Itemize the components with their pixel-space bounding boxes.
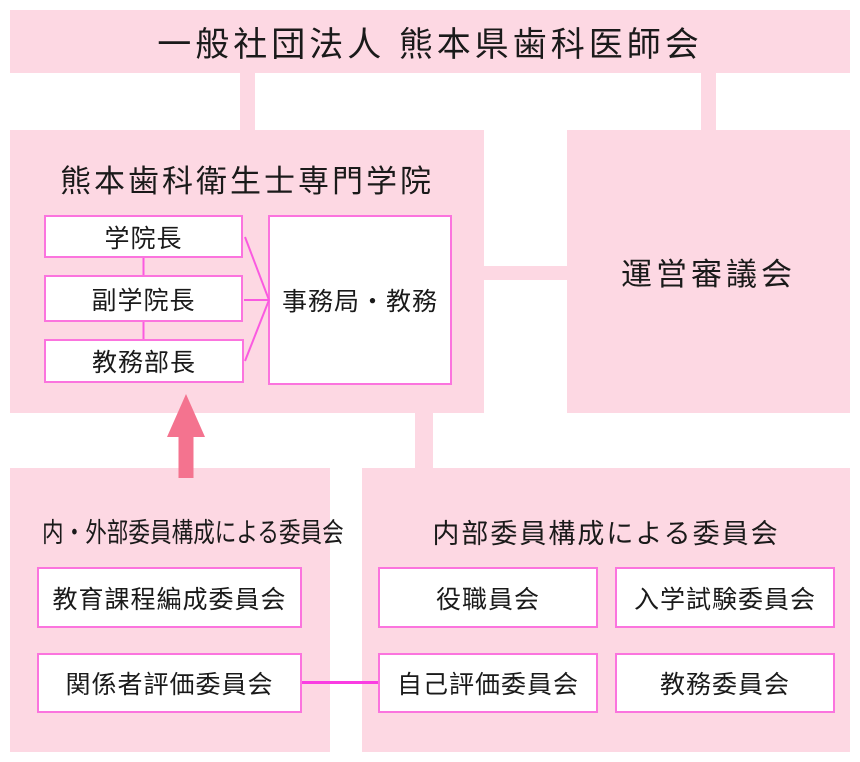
internal-committees-title: 内部委員構成による委員会	[432, 519, 780, 549]
committee-label: 役職員会	[435, 585, 540, 614]
parent-organization-title: 一般社団法人 熊本県歯科医師会	[157, 26, 703, 64]
committee-box-academic-affairs: 教務委員会	[615, 653, 835, 713]
committee-box-officers: 役職員会	[378, 567, 598, 628]
committee-label: 教育課程編成委員会	[52, 585, 287, 614]
position-label: 副学院長	[91, 286, 196, 315]
committee-box-curriculum: 教育課程編成委員会	[37, 567, 302, 628]
internal-committees-panel: 内部委員構成による委員会 役職員会 入学試験委員会 自己評価委員会 教務委員会	[362, 468, 850, 752]
external-committees-panel: 内・外部委員構成による委員会 教育課程編成委員会 関係者評価委員会	[10, 468, 344, 752]
school-title: 熊本歯科衛生士専門学院	[60, 164, 434, 199]
committee-box-entrance-exam: 入学試験委員会	[615, 567, 835, 628]
committee-label: 自己評価委員会	[396, 671, 579, 699]
connector-school-to-council	[484, 266, 567, 280]
external-committees-title: 内・外部委員構成による委員会	[42, 518, 344, 548]
connector-evaluation-committees-line	[302, 681, 378, 684]
position-box-academic-director: 教務部長	[44, 339, 244, 383]
committee-label: 関係者評価委員会	[65, 671, 274, 699]
office-box: 事務局・教務	[268, 215, 452, 385]
committee-box-self-evaluation: 自己評価委員会	[378, 653, 598, 713]
office-label: 事務局・教務	[281, 288, 438, 316]
council-label: 運営審議会	[621, 257, 796, 292]
position-box-vice-dean: 副学院長	[44, 275, 243, 322]
connector-banner-to-council	[701, 73, 716, 130]
connector-banner-to-school	[240, 73, 255, 130]
position-box-dean: 学院長	[44, 215, 243, 258]
position-label: 教務部長	[91, 349, 196, 377]
committee-label: 入学試験委員会	[633, 585, 816, 614]
council-panel: 運営審議会	[567, 130, 850, 413]
parent-organization-banner: 一般社団法人 熊本県歯科医師会	[10, 10, 850, 73]
committee-box-stakeholder-evaluation: 関係者評価委員会	[37, 653, 302, 713]
position-label: 学院長	[104, 224, 183, 253]
school-panel: 熊本歯科衛生士専門学院 学院長 副学院長 教務部長 事務局・教務	[10, 130, 484, 413]
connector-school-to-internal-committees	[415, 413, 433, 468]
committee-label: 教務委員会	[659, 671, 790, 699]
